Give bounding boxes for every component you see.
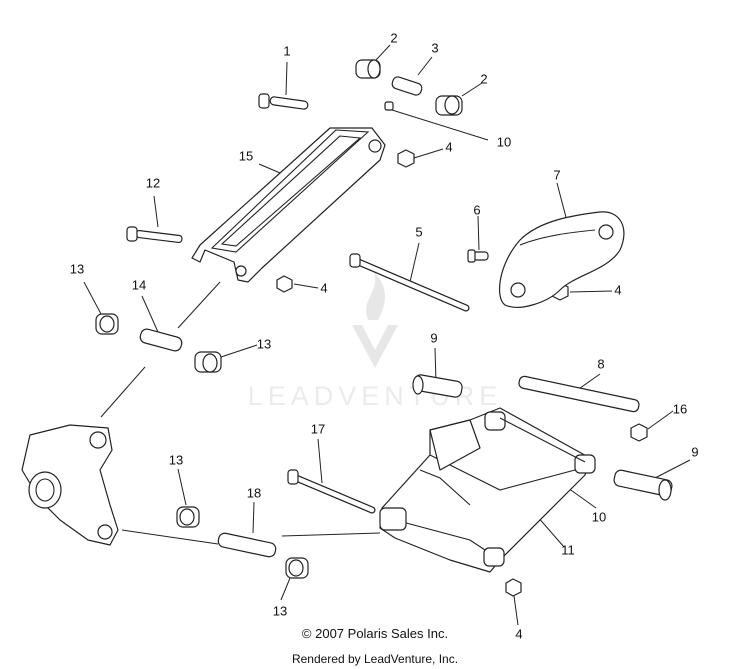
pivot-part-9b: [613, 469, 673, 501]
callout-10-bottom: 10: [592, 509, 606, 524]
callout-4-mid: 4: [320, 280, 327, 295]
callout-13-bottom: 13: [273, 603, 287, 618]
callout-4-right: 4: [614, 282, 621, 297]
callout-18: 18: [247, 485, 261, 500]
bushing-part-13a: [95, 313, 119, 335]
bushing-part-2b: [435, 95, 463, 116]
sleeve-part-3: [391, 76, 423, 96]
bushing-part-13b: [194, 351, 222, 373]
callout-9-right: 9: [691, 444, 698, 459]
callout-10-top: 10: [497, 134, 511, 149]
callout-17: 17: [311, 421, 325, 436]
bolt-part-12: [126, 226, 183, 244]
callout-13-top: 13: [70, 261, 84, 276]
callout-14: 14: [132, 277, 146, 292]
sleeve-part-18: [217, 532, 277, 558]
grease-fitting-part-10a: [384, 101, 394, 111]
callout-4-bottom: 4: [515, 626, 522, 641]
pivot-part-9a: [412, 374, 463, 398]
swing-arm-part-11: [379, 407, 596, 573]
callout-2-top: 2: [390, 30, 397, 45]
shaft-part-8: [518, 375, 640, 413]
callout-2-right: 2: [480, 71, 487, 86]
nut-part-16: [630, 423, 648, 442]
bracket-part-7: [498, 211, 625, 308]
callout-13-mid: 13: [257, 336, 271, 351]
callout-7: 7: [553, 167, 560, 182]
bolt-part-6: [467, 249, 489, 263]
callout-6: 6: [473, 202, 480, 217]
leadventure-watermark-logo: LEADVENTURE: [248, 272, 503, 411]
callout-16: 16: [673, 401, 687, 416]
nut-part-4b: [276, 275, 293, 293]
nut-part-4a: [397, 149, 415, 168]
bolt-part-17: [287, 469, 376, 514]
bushing-part-2a: [355, 59, 381, 79]
bushing-part-13c: [176, 506, 200, 528]
bolt-part-5: [349, 253, 470, 312]
callout-labels: 1 2 3 2 10 4 15 7 12 6 5 13 14 4 4 13 9 …: [70, 30, 699, 641]
copyright-text: © 2007 Polaris Sales Inc.: [301, 626, 449, 641]
rendered-by-text: Rendered by LeadVenture, Inc.: [291, 652, 459, 666]
callout-4-top: 4: [445, 139, 452, 154]
callout-12: 12: [146, 175, 160, 190]
sleeve-part-14: [139, 328, 183, 352]
callout-9-top: 9: [430, 330, 437, 345]
callout-11: 11: [561, 542, 575, 557]
bolt-part-1: [258, 93, 309, 110]
nut-part-4d: [505, 578, 522, 597]
callout-13-left: 13: [169, 452, 183, 467]
callout-3: 3: [431, 40, 438, 55]
bushing-part-13d: [285, 557, 309, 579]
callout-8: 8: [597, 356, 604, 371]
spindle-knuckle: [21, 424, 119, 546]
callout-1: 1: [283, 43, 290, 58]
callout-15: 15: [239, 148, 253, 163]
watermark-text: LEADVENTURE: [248, 381, 503, 411]
strut-part-15: [191, 127, 386, 283]
callout-5: 5: [415, 224, 422, 239]
